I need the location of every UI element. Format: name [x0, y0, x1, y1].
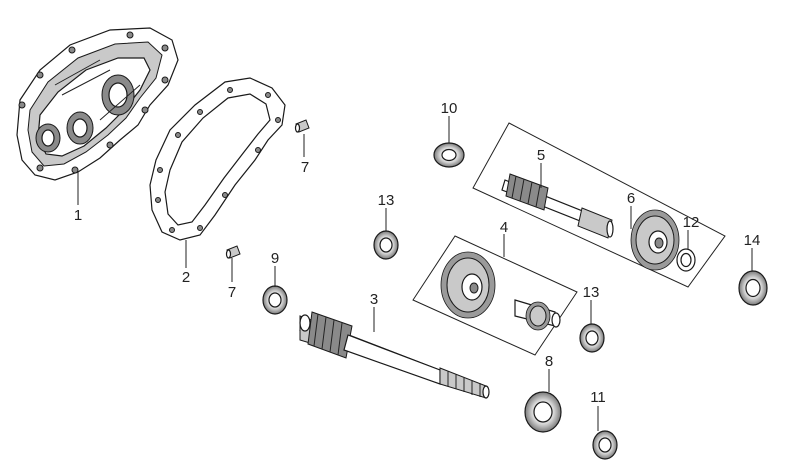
callout-1: 1 [74, 207, 82, 224]
part-13-bearing-upper [373, 230, 399, 260]
part-4-gear-set-box [412, 235, 578, 356]
leader-lines [77, 116, 753, 431]
part-12-washer [676, 248, 696, 272]
part-10-oil-seal [433, 142, 465, 168]
part-3-drive-shaft [299, 311, 490, 399]
callout-6: 6 [627, 190, 635, 207]
part-1-transmission-cover [16, 27, 179, 181]
part-14-bearing [738, 270, 768, 306]
callout-2: 2 [182, 269, 190, 286]
callout-9: 9 [271, 250, 279, 267]
callout-4: 4 [500, 219, 508, 236]
callout-12: 12 [683, 214, 700, 231]
part-5-counter-shaft [501, 173, 614, 239]
callout-5: 5 [537, 147, 545, 164]
callout-7-lower: 7 [228, 284, 236, 301]
part-8-bearing [524, 391, 562, 433]
callout-8: 8 [545, 353, 553, 370]
part-7-dowel-pin-lower [225, 245, 241, 259]
callout-13-lower: 13 [583, 284, 600, 301]
part-4-pinion-gear [514, 299, 561, 331]
part-13-bearing-lower [579, 323, 605, 353]
part-7-dowel-pin-upper [294, 119, 310, 133]
part-6-final-gear [630, 209, 680, 271]
part-4-large-gear [440, 251, 496, 319]
callout-7-upper: 7 [301, 159, 309, 176]
part-5-6-12-assembly-box [472, 122, 726, 288]
part-2-gasket [149, 77, 286, 241]
part-11-oil-seal [592, 430, 618, 460]
callout-13-upper: 13 [378, 192, 395, 209]
callout-labels: 1 2 3 4 5 6 7 7 8 9 10 11 12 13 13 14 [74, 100, 761, 406]
callout-11: 11 [590, 389, 606, 406]
callout-3: 3 [370, 291, 378, 308]
callout-10: 10 [441, 100, 458, 117]
part-9-oil-seal [262, 285, 288, 315]
callout-14: 14 [744, 232, 761, 249]
